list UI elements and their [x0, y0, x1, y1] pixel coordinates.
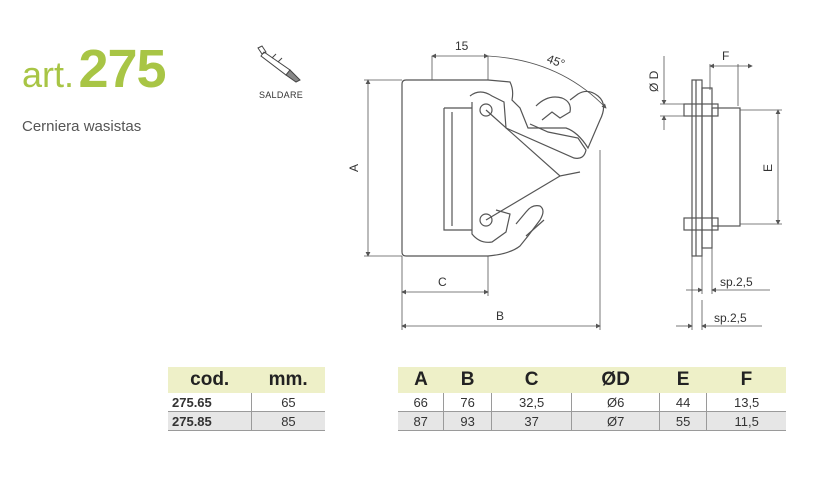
cell-F: 11,5: [706, 411, 786, 431]
cell-C: 37: [491, 411, 573, 431]
table-row: 87 93 37 Ø7 55 11,5: [398, 411, 786, 431]
article-title: art. 275: [22, 38, 167, 100]
cell-A: 66: [398, 393, 445, 412]
code-table: cod. mm. 275.65 65 275.85 85: [168, 367, 325, 431]
dim-B-label: B: [496, 309, 504, 323]
article-number: 275: [78, 39, 166, 99]
dimensions-table: A B C ØD E F 66 76 32,5 Ø6 44 13,5 87 93…: [398, 367, 786, 431]
header-D: ØD: [571, 367, 660, 393]
weld-label: SALDARE: [258, 90, 304, 100]
cell-D: Ø6: [571, 393, 660, 412]
dim-F-label: F: [722, 49, 729, 63]
dim-15-label: 15: [455, 39, 469, 53]
cell-F: 13,5: [706, 393, 786, 412]
dimensions-table-header: A B C ØD E F: [398, 367, 786, 393]
dim-A-label: A: [347, 164, 361, 172]
code-cell: 275.85: [168, 411, 252, 431]
dim-C-label: C: [438, 275, 447, 289]
cell-D: Ø7: [571, 411, 660, 431]
cell-C: 32,5: [491, 393, 573, 412]
cell-E: 44: [659, 393, 708, 412]
header-C: C: [491, 367, 572, 393]
cell-E: 55: [659, 411, 708, 431]
header-A: A: [398, 367, 444, 393]
table-row: 275.85 85: [168, 411, 325, 431]
sp-bottom-label: sp.2,5: [714, 311, 747, 325]
hinge-side-view: [683, 79, 741, 257]
code-cell: 275.65: [168, 393, 252, 412]
mm-cell: 85: [251, 411, 325, 431]
header-B: B: [443, 367, 492, 393]
mm-cell: 65: [251, 393, 325, 412]
cell-B: 76: [443, 393, 492, 412]
table-row: 66 76 32,5 Ø6 44 13,5: [398, 393, 786, 412]
table-row: 275.65 65: [168, 393, 325, 412]
dim-45-label: 45°: [545, 52, 567, 71]
header-E: E: [659, 367, 707, 393]
article-prefix: art.: [22, 54, 75, 95]
welding-torch-icon: [250, 42, 312, 89]
mm-header: mm.: [251, 367, 325, 393]
header-F: F: [706, 367, 786, 393]
code-header: cod.: [168, 367, 252, 393]
dim-E-label: E: [761, 164, 775, 172]
product-subtitle: Cerniera wasistas: [22, 118, 142, 135]
dim-D-label: Ø D: [647, 70, 661, 92]
hinge-front-view: [401, 79, 605, 257]
cell-A: 87: [398, 411, 445, 431]
sp-top-label: sp.2,5: [720, 275, 753, 289]
code-table-header: cod. mm.: [168, 367, 325, 393]
cell-B: 93: [443, 411, 492, 431]
